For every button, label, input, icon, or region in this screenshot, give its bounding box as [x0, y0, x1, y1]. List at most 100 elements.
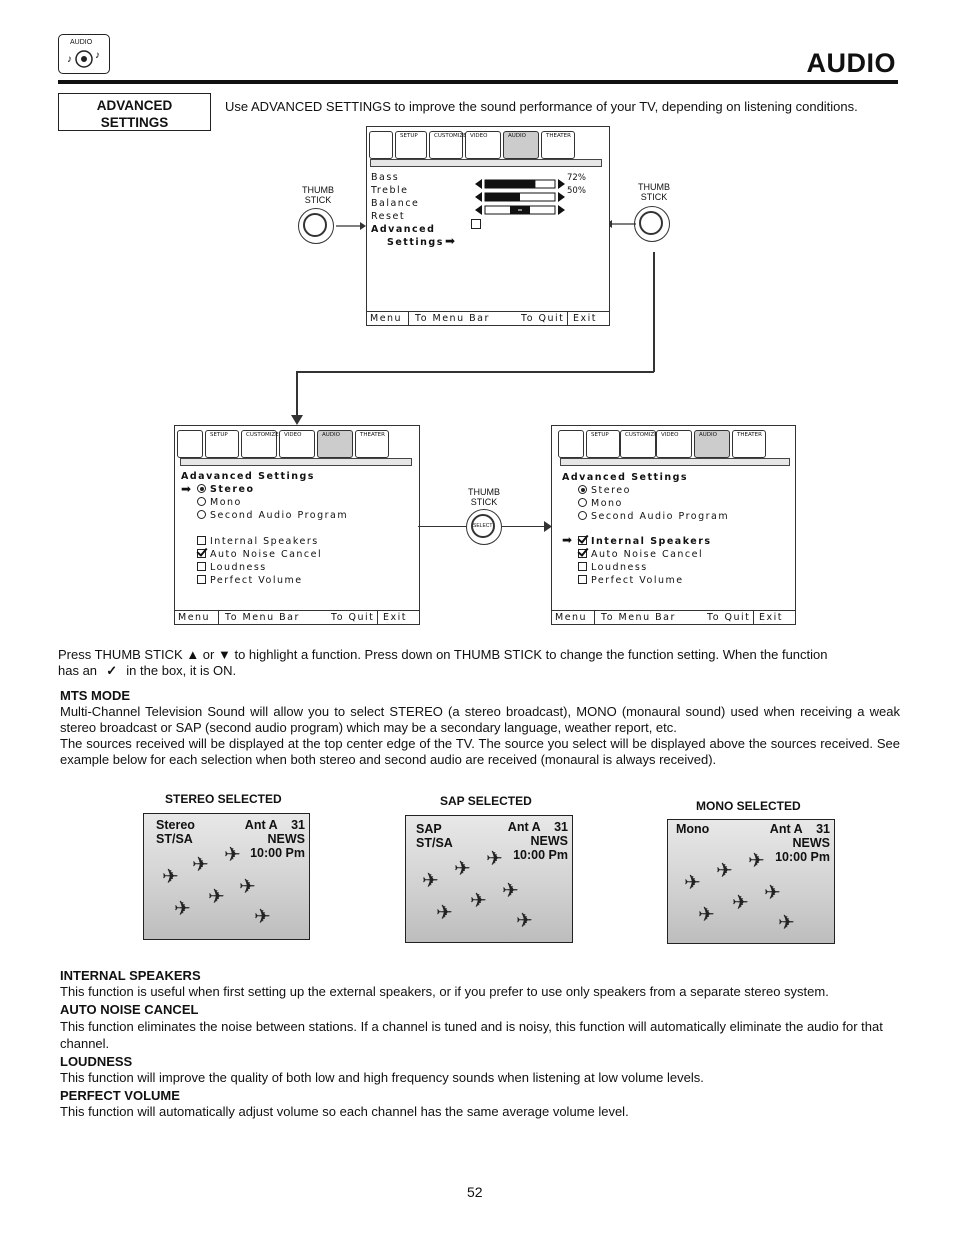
perfect-volume-option: Perfect Volume — [197, 575, 303, 586]
news: NEWS — [792, 836, 831, 850]
jet-icon: ✈ — [684, 872, 701, 894]
jet-icon: ✈ — [239, 876, 256, 898]
time: 10:00 Pm — [513, 848, 568, 862]
footer-divider — [753, 611, 754, 624]
tab-setup-label: SETUP — [210, 432, 228, 438]
sap-option: Second Audio Program — [197, 510, 348, 521]
settings-label: Settings — [387, 237, 444, 248]
jet-icon: ✈ — [174, 898, 191, 920]
tab-theater: THEATER — [541, 131, 575, 159]
arrow-down-icon — [291, 415, 303, 425]
tab-video: VIDEO — [279, 430, 315, 458]
tab-video: VIDEO — [656, 430, 692, 458]
advanced-box-line1: ADVANCED — [96, 98, 173, 113]
jet-icon: ✈ — [162, 866, 179, 888]
loudness-label: Loudness — [591, 562, 648, 573]
section-perfect-volume: PERFECT VOLUME This function will automa… — [60, 1088, 900, 1120]
src1: Mono — [676, 822, 710, 836]
src2: ST/SA — [416, 836, 453, 850]
thumb-m2: STICK — [470, 497, 498, 507]
section-heading: AUTO NOISE CANCEL — [60, 1002, 199, 1017]
tab-setup-label: SETUP — [400, 133, 418, 139]
news: NEWS — [530, 834, 569, 848]
mts-heading: MTS MODE — [60, 688, 131, 703]
anc-label: Auto Noise Cancel — [210, 549, 323, 560]
menu-footer: Menu To Menu Bar To Quit Exit — [175, 610, 419, 624]
press-instructions: Press THUMB STICK ▲ or ▼ to highlight a … — [58, 647, 898, 679]
footer-divider — [218, 611, 219, 624]
thumb-stick-icon — [634, 206, 670, 242]
menu-divider-bar — [370, 159, 602, 167]
jet-icon: ✈ — [764, 882, 781, 904]
section-loudness: LOUDNESS This function will improve the … — [60, 1054, 900, 1086]
tab-setup: SETUP — [205, 430, 239, 458]
section-text: This function eliminates the noise betwe… — [60, 1019, 883, 1051]
tab-theater-label: THEATER — [737, 432, 762, 438]
audio-header-icon: AUDIO ♪♪ — [58, 34, 110, 74]
thumb-stick-select-icon: SELECT — [466, 509, 502, 545]
tab-audio: AUDIO — [503, 131, 539, 159]
tab-theater-label: THEATER — [360, 432, 385, 438]
jet-icon: ✈ — [748, 850, 765, 872]
news: NEWS — [267, 832, 306, 846]
balance-label: Balance — [371, 198, 420, 209]
ant: Ant A 31 — [507, 820, 568, 834]
checkbox-off-icon — [578, 562, 587, 571]
arrow-left-icon — [606, 220, 636, 228]
footer-menu: Menu — [370, 313, 403, 324]
footer-to-menu-bar: To Menu Bar — [415, 313, 490, 324]
speaker-note-icon: ♪♪ — [67, 50, 100, 68]
balance-slider — [475, 200, 565, 219]
src2: ST/SA — [156, 832, 193, 846]
menu-footer: Menu To Menu Bar To Quit Exit — [552, 610, 795, 624]
checkbox-on-icon — [578, 536, 587, 545]
tab-video-label: VIDEO — [470, 133, 488, 139]
jet-icon: ✈ — [778, 912, 795, 934]
ant: Ant A 31 — [244, 818, 305, 832]
jet-icon: ✈ — [208, 886, 225, 908]
footer-exit: Exit — [383, 612, 407, 623]
mono-label: Mono — [210, 497, 242, 508]
jet-icon: ✈ — [516, 910, 533, 932]
tab-theater: THEATER — [732, 430, 766, 458]
jet-icon: ✈ — [454, 858, 471, 880]
footer-to-quit: To Quit — [331, 612, 375, 623]
section-heading: PERFECT VOLUME — [60, 1088, 180, 1103]
reset-checkbox — [471, 219, 481, 229]
jet-icon: ✈ — [254, 906, 271, 928]
footer-menu: Menu — [555, 612, 588, 623]
footer-to-menu-bar: To Menu Bar — [601, 612, 676, 623]
stereo-selected-label: STEREO SELECTED — [165, 792, 282, 806]
sap-option: Second Audio Program — [578, 511, 729, 522]
anc-label: Auto Noise Cancel — [591, 549, 704, 560]
tab-setup: SETUP — [395, 131, 427, 159]
jet-icon: ✈ — [224, 844, 241, 866]
footer-exit: Exit — [759, 612, 783, 623]
treble-value: 50% — [567, 186, 586, 196]
page-title: AUDIO — [806, 48, 896, 78]
footer-exit: Exit — [573, 313, 597, 324]
tv-screen-advanced-left: SETUP CUSTOMIZE VIDEO AUDIO THEATER Adav… — [174, 425, 420, 625]
tab-audio-label: AUDIO — [699, 432, 717, 438]
sap-label: Second Audio Program — [210, 510, 349, 521]
sap-label: Second Audio Program — [591, 511, 730, 522]
tab-customize-label: CUSTOMIZE — [434, 133, 467, 139]
checkbox-off-icon — [578, 575, 587, 584]
tv-screen-advanced-right: SETUP CUSTOMIZE VIDEO AUDIO THEATER Adva… — [551, 425, 796, 625]
tab-setup-label: SETUP — [591, 432, 609, 438]
tab-customize-label: CUSTOMIZE — [625, 432, 658, 438]
internal-label: Internal Speakers — [591, 536, 712, 547]
jet-icon: ✈ — [486, 848, 503, 870]
advanced-settings-title: Adavanced Settings — [181, 471, 315, 482]
radio-off-icon — [197, 510, 206, 519]
loudness-option: Loudness — [197, 562, 267, 573]
advanced-box-line2: SETTINGS — [100, 115, 169, 130]
press-text-line1: Press THUMB STICK ▲ or ▼ to highlight a … — [58, 647, 828, 662]
bass-slider — [475, 174, 565, 193]
section-text: This function is useful when first setti… — [60, 984, 829, 999]
ant: Ant A 31 — [769, 822, 830, 836]
joystick-icon — [369, 131, 393, 159]
loudness-option: Loudness — [578, 562, 648, 573]
